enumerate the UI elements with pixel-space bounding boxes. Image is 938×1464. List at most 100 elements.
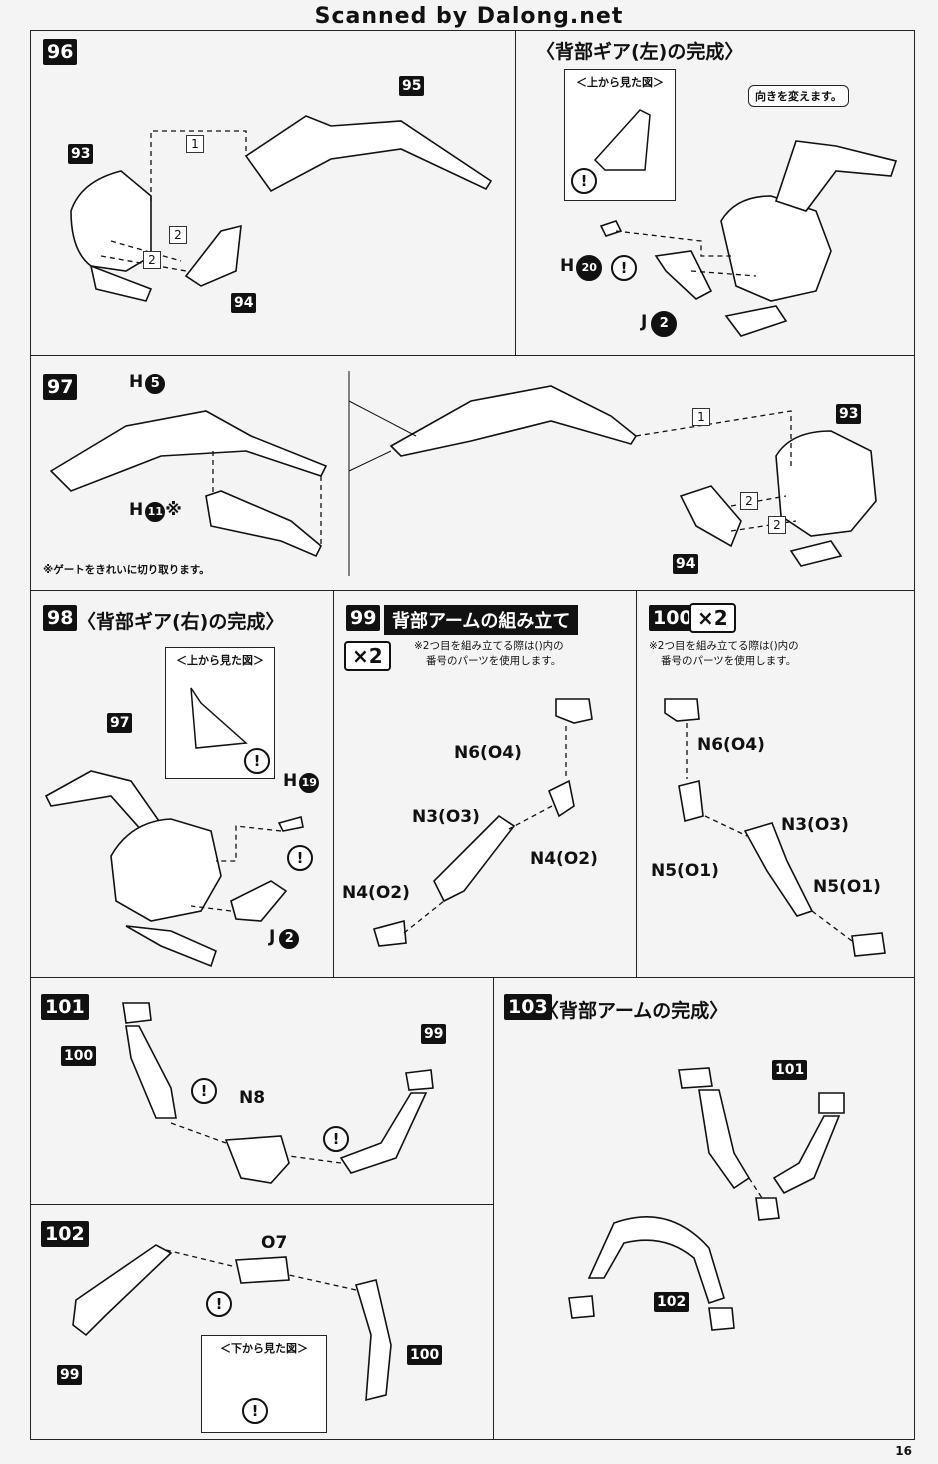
j-num: 2 [651, 311, 678, 337]
step-number: 103 [504, 994, 552, 1020]
step-number: 98 [43, 605, 78, 631]
h-num: 5 [145, 374, 166, 394]
arrow-num: 1 [692, 408, 710, 426]
caution-icon: ! [244, 748, 270, 774]
arrow-num: 2 [143, 251, 161, 269]
part-label: N4(O2) [342, 883, 410, 903]
note-line-2: 番号のパーツを使用します。 [426, 655, 562, 667]
step-103-panel: 103 〈背部アームの完成〉 101 102 [493, 977, 915, 1440]
step-96-panel: 96 1 2 2 95 93 94 [30, 30, 516, 356]
section-title: 〈背部ギア(右)の完成〉 [77, 611, 285, 633]
h-num: 19 [299, 773, 320, 793]
step-101-panel: 101 100 99 N8 ! ! [30, 977, 494, 1205]
quantity-badge: ×2 [344, 641, 391, 671]
part-100: 100 [407, 1345, 443, 1365]
orientation-callout: 向きを変えます。 [748, 85, 849, 107]
arrow-num: 2 [169, 226, 187, 244]
caution-icon: ! [191, 1078, 217, 1104]
h-letter: H [129, 372, 144, 392]
step-99-illustration [373, 698, 593, 947]
part-99: 99 [57, 1365, 83, 1385]
step-number: 101 [41, 994, 89, 1020]
bottom-view-box: ＜下から見た図＞ ! [201, 1335, 327, 1433]
top-view-box: ＜上から見た図＞ ! [165, 647, 275, 779]
step-98-illustration [44, 770, 304, 968]
part-101: 101 [772, 1060, 808, 1080]
watermark: Scanned by Dalong.net [314, 4, 624, 29]
part-label: N8 [239, 1088, 266, 1108]
arrow-num: 1 [186, 135, 204, 153]
part-label: N6(O4) [697, 735, 765, 755]
j-letter: J [641, 312, 648, 332]
section-title: 背部アームの組み立て [384, 605, 579, 635]
step-101-illustration [122, 1002, 434, 1184]
quantity-badge: ×2 [689, 603, 736, 633]
part-93: 93 [836, 404, 862, 424]
note-line-1: ※2つ目を組み立てる際は()内の [414, 640, 564, 652]
note-line-2: 番号のパーツを使用します。 [661, 655, 797, 667]
part-94: 94 [673, 554, 699, 574]
gate-note: ※ゲートをきれいに切り取ります。 [43, 564, 210, 576]
bottom-view-caption: ＜下から見た図＞ [220, 1342, 308, 1355]
part-95: 95 [399, 76, 425, 96]
h-letter: H [129, 500, 144, 520]
section-title: 〈背部アームの完成〉 [540, 1000, 729, 1022]
part-93: 93 [68, 144, 94, 164]
caution-icon: ! [287, 845, 313, 871]
h-num: 20 [576, 255, 603, 281]
part-label: N6(O4) [454, 743, 522, 763]
top-view-box: ＜上から見た図＞ ! [564, 69, 676, 201]
part-99: 99 [421, 1024, 447, 1044]
top-view-caption: ＜上から見た図＞ [576, 76, 664, 89]
step-100-panel: 100 ×2 ※2つ目を組み立てる際は()内の 番号のパーツを使用します。 N6… [636, 590, 915, 978]
part-102: 102 [654, 1292, 690, 1312]
step-number: 96 [43, 39, 78, 65]
part-label: N5(O1) [651, 861, 719, 881]
part-label: N3(O3) [781, 815, 849, 835]
step-97-illustration [49, 371, 877, 576]
step-103-illustration [568, 1067, 845, 1331]
step-number: 97 [43, 374, 78, 400]
part-label: N5(O1) [813, 877, 881, 897]
caution-icon: ! [323, 1126, 349, 1152]
step-number: 100 [649, 605, 697, 631]
part-label: N4(O2) [530, 849, 598, 869]
page-number: 16 [895, 1444, 912, 1458]
step-99-panel: 99 背部アームの組み立て ×2 ※2つ目を組み立てる際は()内の 番号のパーツ… [333, 590, 637, 978]
caution-icon: ! [571, 168, 597, 194]
caution-icon: ! [206, 1291, 232, 1317]
step-102-panel: 102 99 100 O7 ! ＜下から見た図＞ ! [30, 1204, 494, 1440]
part-label: O7 [261, 1233, 288, 1253]
part-100: 100 [61, 1046, 97, 1066]
top-view-caption: ＜上から見た図＞ [176, 654, 264, 667]
step-96-result-illustration [599, 140, 898, 337]
caution-icon: ! [611, 255, 637, 281]
arrow-num: 2 [768, 516, 786, 534]
note-line-1: ※2つ目を組み立てる際は()内の [649, 640, 799, 652]
j-num: 2 [279, 929, 300, 949]
arrow-num: 2 [740, 492, 758, 510]
note-mark: ※ [165, 500, 182, 520]
h-letter: H [560, 256, 575, 276]
part-label: N3(O3) [412, 807, 480, 827]
part-97: 97 [107, 713, 133, 733]
step-100-illustration [664, 698, 886, 957]
section-title: 〈背部ギア(左)の完成〉 [536, 41, 744, 63]
step-number: 99 [346, 605, 381, 631]
step-96-illustration [70, 115, 493, 302]
h-num: 11 [145, 502, 166, 522]
part-94: 94 [231, 293, 257, 313]
j-letter: J [269, 927, 276, 947]
h-letter: H [283, 771, 298, 791]
caution-icon: ! [242, 1398, 268, 1424]
step-number: 102 [41, 1221, 89, 1247]
